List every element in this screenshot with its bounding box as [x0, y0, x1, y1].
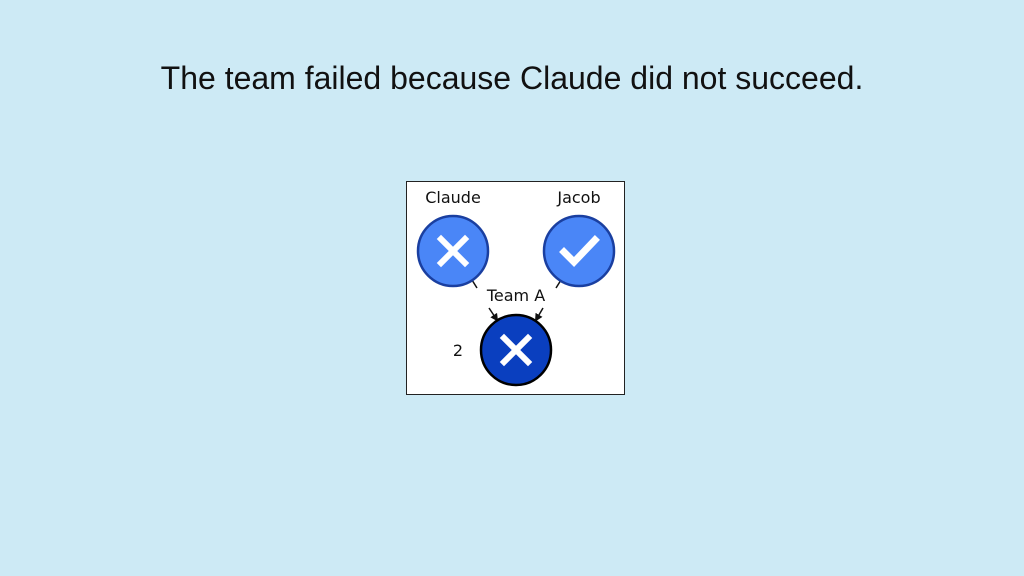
member-label-jacob: Jacob — [556, 188, 600, 207]
team-number: 2 — [453, 341, 463, 360]
member-circle-jacob — [542, 214, 616, 288]
member-node-claude — [416, 214, 490, 288]
headline: The team failed because Claude did not s… — [160, 60, 864, 96]
member-label-claude: Claude — [425, 188, 481, 207]
member-node-jacob — [542, 214, 616, 288]
team-diagram: Claude Jacob Team A — [406, 181, 625, 395]
edge-claude-to-team-arrow — [488, 307, 499, 322]
team-node — [479, 313, 553, 387]
x-icon — [499, 333, 533, 367]
team-label: Team A — [486, 286, 545, 305]
edge-jacob-to-team-arrow — [534, 307, 544, 322]
team-diagram-svg: Claude Jacob Team A — [416, 188, 616, 387]
x-icon — [436, 234, 470, 268]
check-icon — [559, 235, 600, 268]
